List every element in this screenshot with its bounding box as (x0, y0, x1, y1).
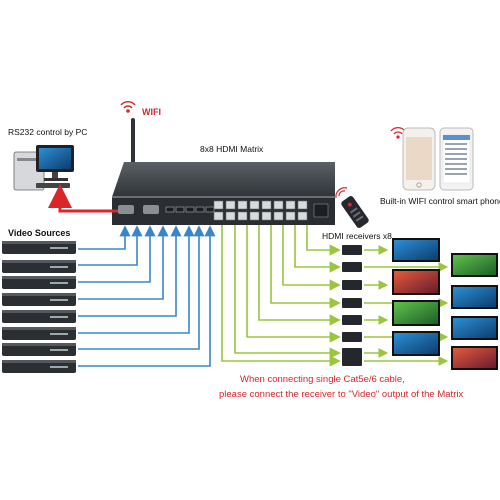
hdmi-input-cables (78, 225, 216, 367)
tv-display (392, 269, 440, 295)
tv-display (392, 300, 440, 326)
tv-display (451, 316, 498, 340)
video-source (2, 343, 76, 356)
matrix-title: 8x8 HDMI Matrix (200, 144, 264, 154)
hdmi-matrix (112, 162, 335, 225)
wifi-label: WIFI (142, 107, 161, 117)
note-line-1: When connecting single Cat5e/6 cable, (240, 374, 405, 385)
tv-display (392, 331, 440, 356)
tv-display-list (392, 238, 498, 370)
tv-display (392, 238, 440, 262)
video-source (2, 360, 76, 373)
receiver (342, 262, 362, 272)
receiver-list (342, 245, 362, 366)
smartphone-icon (402, 127, 474, 191)
rs232-cable (48, 184, 118, 213)
receiver (342, 245, 362, 255)
receiver (342, 348, 362, 358)
video-source (2, 241, 76, 254)
receiver (342, 315, 362, 325)
wifi-icon (120, 101, 136, 113)
tv-display (451, 346, 498, 370)
pc-icon (13, 145, 74, 191)
cat-output-cables (221, 225, 341, 367)
tv-display (451, 285, 498, 309)
receiver (342, 356, 362, 366)
video-source (2, 260, 76, 273)
video-source (2, 310, 76, 323)
receiver (342, 280, 362, 290)
rs232-label: RS232 control by PC (8, 127, 87, 137)
video-sources-label: Video Sources (8, 228, 70, 238)
video-source-list (2, 241, 76, 373)
video-source (2, 293, 76, 306)
video-source (2, 276, 76, 289)
smartphone-label: Built-in WIFI control smart phone (380, 196, 500, 206)
remote-icon (341, 196, 369, 228)
tv-display (451, 253, 498, 277)
receivers-label: HDMI receivers x8 (322, 231, 392, 241)
receiver (342, 332, 362, 342)
video-source (2, 327, 76, 340)
receiver (342, 298, 362, 308)
note-line-2: please connect the receiver to "Video" o… (219, 389, 463, 400)
